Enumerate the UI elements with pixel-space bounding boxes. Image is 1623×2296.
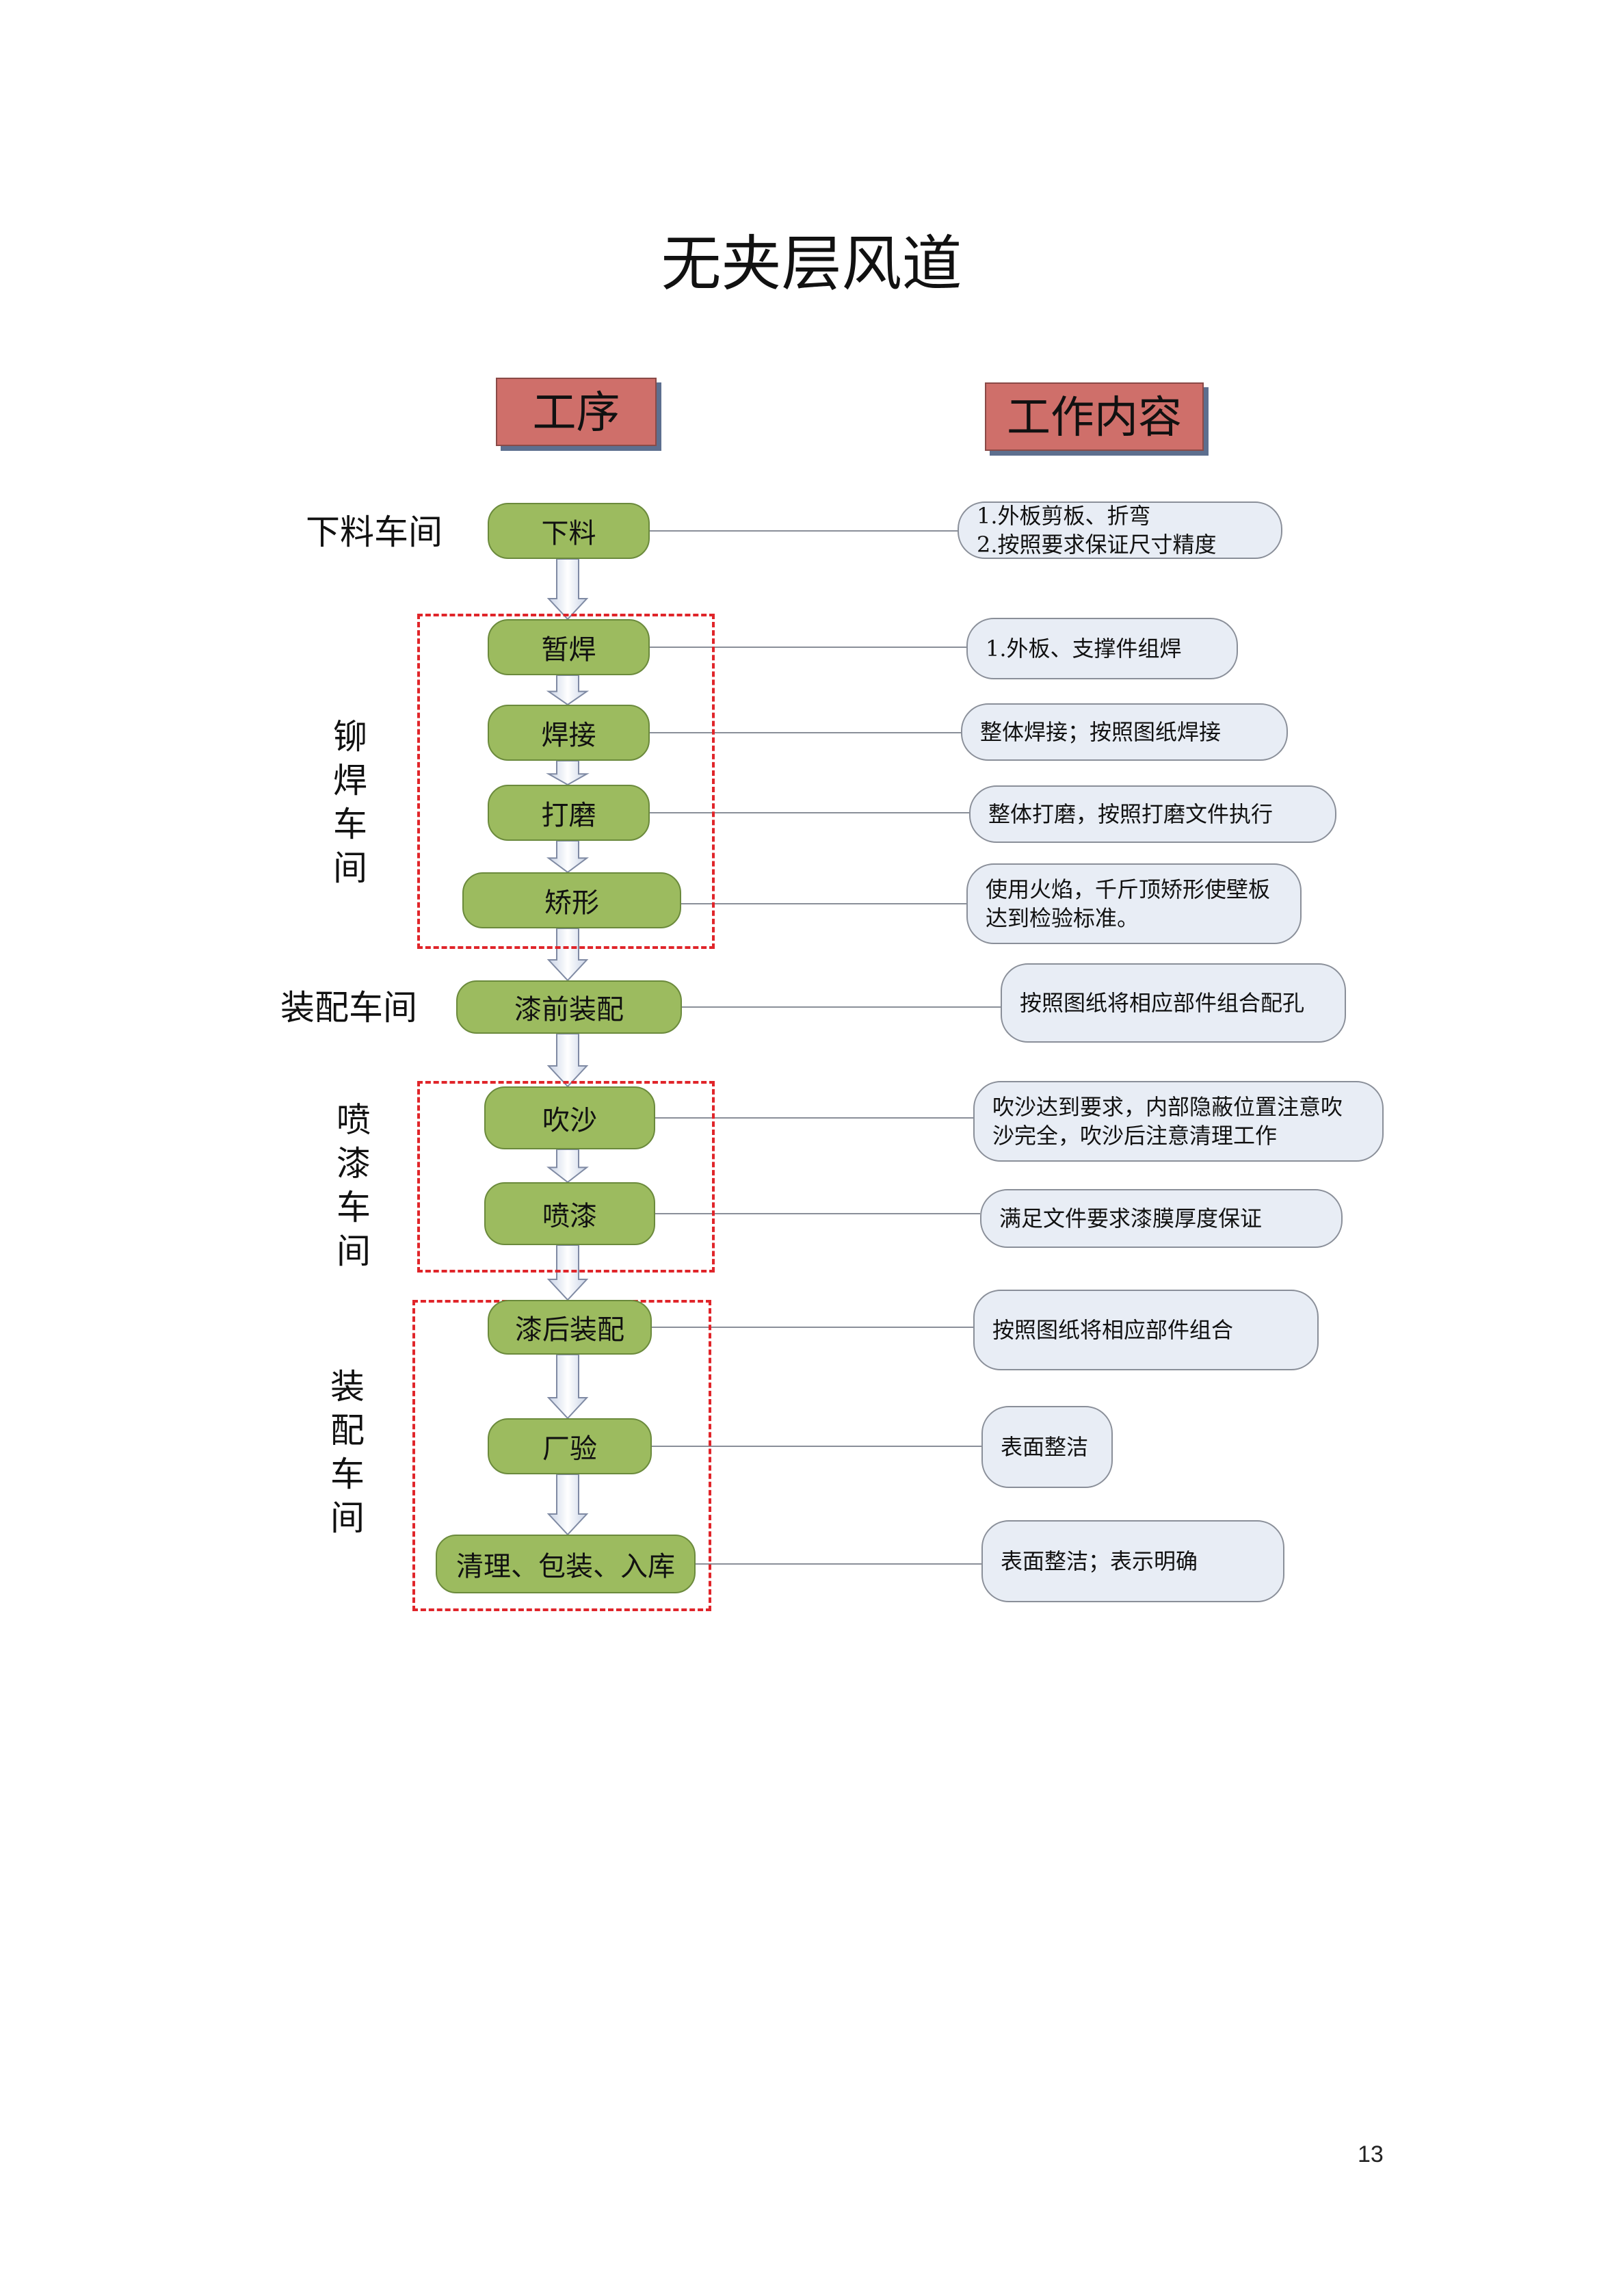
header-process: 工序 xyxy=(496,378,657,446)
step-cleaning-packing-storage: 清理、包装、入库 xyxy=(436,1535,696,1593)
desc-line: 表面整洁 xyxy=(1001,1434,1089,1460)
desc-pre-paint-assembly: 按照图纸将相应部件组合配孔 xyxy=(1001,963,1346,1043)
workshop-riveting-welding: 铆焊车间 xyxy=(333,717,367,888)
flow-arrow xyxy=(546,1474,589,1536)
workshop-assembly-pre: 装配车间 xyxy=(280,988,417,1028)
desc-cutting: 1.外板剪板、折弯 2.按照要求保证尺寸精度 xyxy=(958,501,1282,559)
connector-lines xyxy=(650,530,1001,1565)
flow-arrow xyxy=(546,1244,589,1301)
flow-arrow xyxy=(546,760,590,786)
step-inspection: 厂验 xyxy=(488,1418,652,1474)
step-sandblasting: 吹沙 xyxy=(484,1086,655,1149)
desc-line: 按照图纸将相应部件组合 xyxy=(992,1317,1234,1343)
desc-post-paint-assembly: 按照图纸将相应部件组合 xyxy=(973,1290,1319,1370)
desc-painting: 满足文件要求漆膜厚度保证 xyxy=(980,1189,1343,1248)
flow-arrow xyxy=(546,558,589,621)
desc-straightening: 使用火焰，千斤顶矫形使壁板达到检验标准。 xyxy=(966,863,1302,944)
flow-arrows xyxy=(546,558,590,1536)
step-straightening: 矫形 xyxy=(462,872,681,928)
desc-inspection: 表面整洁 xyxy=(981,1406,1113,1488)
page-title: 无夹层风道 xyxy=(661,229,962,299)
step-tack-weld: 暂焊 xyxy=(488,619,650,675)
page-number: 13 xyxy=(1358,2141,1384,2167)
desc-line: 达到检验标准。 xyxy=(986,905,1139,931)
step-post-paint-assembly: 漆后装配 xyxy=(488,1300,652,1355)
desc-line: 1.外板剪板、折弯 xyxy=(977,503,1151,529)
desc-line: 表面整洁；表示明确 xyxy=(1001,1548,1198,1574)
flow-arrow xyxy=(546,928,589,982)
desc-line: 整体打磨，按照打磨文件执行 xyxy=(988,801,1274,827)
group-painting xyxy=(417,1081,715,1273)
step-welding: 焊接 xyxy=(488,705,650,761)
desc-welding: 整体焊接；按照图纸焊接 xyxy=(961,703,1288,761)
desc-line: 吹沙达到要求，内部隐蔽位置注意吹 xyxy=(992,1094,1343,1120)
desc-line: 整体焊接；按照图纸焊接 xyxy=(980,719,1222,745)
step-cutting: 下料 xyxy=(488,503,650,559)
step-grinding: 打磨 xyxy=(488,785,650,841)
desc-line: 1.外板、支撑件组焊 xyxy=(986,636,1182,662)
flow-arrow xyxy=(546,1354,589,1420)
workshop-cutting: 下料车间 xyxy=(306,512,443,552)
desc-line: 满足文件要求漆膜厚度保证 xyxy=(999,1205,1263,1231)
flow-arrow xyxy=(546,840,590,874)
flow-arrow xyxy=(546,675,590,706)
header-content: 工作内容 xyxy=(985,382,1204,451)
desc-cleaning-packing-storage: 表面整洁；表示明确 xyxy=(981,1520,1284,1602)
desc-tack-weld: 1.外板、支撑件组焊 xyxy=(966,618,1238,679)
flow-arrow xyxy=(546,1149,589,1184)
desc-line: 2.按照要求保证尺寸精度 xyxy=(977,532,1217,558)
desc-line: 按照图纸将相应部件组合配孔 xyxy=(1020,990,1305,1016)
desc-line: 使用火焰，千斤顶矫形使壁板 xyxy=(986,876,1271,902)
desc-sandblasting: 吹沙达到要求，内部隐蔽位置注意吹沙完全，吹沙后注意清理工作 xyxy=(973,1081,1384,1162)
flow-arrow xyxy=(546,1033,589,1088)
workshop-painting: 喷漆车间 xyxy=(337,1100,371,1271)
group-riveting-welding xyxy=(417,614,715,949)
desc-line: 沙完全，吹沙后注意清理工作 xyxy=(992,1123,1278,1149)
desc-grinding: 整体打磨，按照打磨文件执行 xyxy=(969,785,1336,843)
workshop-assembly-post: 装配车间 xyxy=(330,1367,365,1538)
step-pre-paint-assembly: 漆前装配 xyxy=(456,980,682,1034)
step-painting: 喷漆 xyxy=(484,1182,655,1245)
